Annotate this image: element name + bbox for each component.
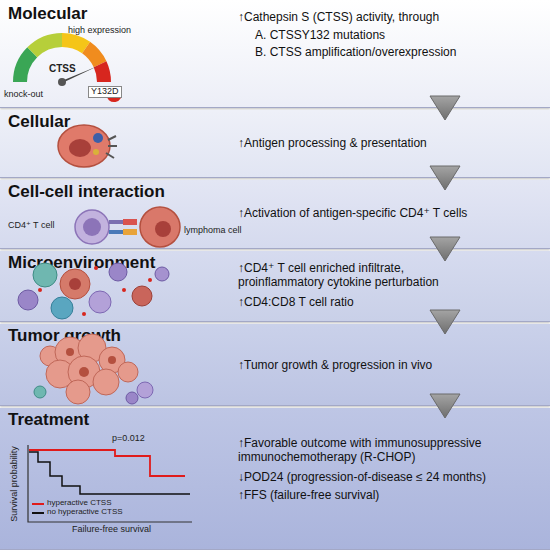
effect-text: ↑CD4:CD8 T cell ratio — [238, 295, 538, 309]
level-heading: Cellular — [8, 112, 228, 132]
survival-chart — [28, 445, 192, 522]
microenvironment-symbol-part — [132, 286, 152, 306]
survival-chart-part — [29, 452, 190, 494]
effect-text: ↓POD24 (progression-of-disease ≤ 24 mont… — [238, 470, 538, 484]
effect-text: ↑Favorable outcome with immunosuppressiv… — [238, 436, 528, 465]
cell-interaction-symbol-part — [109, 220, 123, 224]
microenvironment-symbol-part — [33, 263, 57, 287]
tumor-symbol-part — [79, 367, 89, 377]
flow-arrow — [430, 310, 460, 334]
level-band: Molecular ↑Cathepsin S (CTSS) activity, t… — [0, 0, 550, 108]
tumor-symbol-part — [40, 346, 60, 366]
flow-arrow — [430, 166, 460, 190]
cell-interaction-symbol — [75, 207, 180, 247]
lymphoma-cell-symbol-part — [106, 136, 117, 158]
cell-interaction-symbol-part — [123, 229, 137, 235]
microenvironment-symbol-part — [69, 278, 81, 290]
gauge-symbol — [20, 40, 121, 102]
tumor-symbol-part — [34, 386, 46, 398]
gauge-symbol-part — [62, 40, 86, 48]
microenvironment-symbol-part — [89, 291, 111, 313]
gauge-symbol-part — [20, 52, 32, 82]
level-heading: Tumor growth — [8, 326, 228, 346]
tumor-symbol-part — [93, 369, 119, 395]
gauge-symbol-part — [58, 78, 66, 86]
tumor-symbol-part — [55, 337, 85, 367]
tumor-symbol-part — [126, 392, 138, 404]
cell-interaction-symbol-part — [75, 210, 109, 244]
lymphoma-cell-symbol-part — [69, 139, 91, 157]
lymphoma-cell-symbol-part — [93, 133, 103, 143]
cell-interaction-symbol-part — [155, 221, 171, 237]
level-heading: Treatment — [8, 410, 228, 430]
microenvironment-symbol — [18, 263, 169, 319]
level-heading: Cell-cell interaction — [8, 182, 228, 202]
cell-interaction-symbol-part — [83, 218, 101, 236]
gauge-symbol-part — [106, 86, 121, 102]
tumor-symbol-part — [66, 348, 74, 356]
effect-text: ↑Activation of antigen-specific CD4⁺ T c… — [238, 206, 538, 220]
level-band: Tumor growth ↑Tumor growth & progression … — [0, 324, 550, 406]
microenvironment-symbol-part — [60, 269, 90, 299]
tumor-symbol — [34, 334, 153, 404]
microenvironment-symbol-part — [82, 312, 86, 316]
microenvironment-symbol-part — [38, 288, 42, 292]
survival-chart-part — [28, 445, 192, 522]
level-heading: Molecular — [8, 4, 228, 24]
gauge-symbol-part — [32, 40, 62, 52]
flow-arrow — [430, 96, 460, 120]
effect-text: ↑Tumor growth & progression in vivo — [238, 358, 538, 372]
survival-chart-part — [29, 450, 185, 476]
tumor-symbol-part — [66, 380, 90, 404]
level-heading: Microenvironment — [8, 253, 228, 273]
microenvironment-symbol-part — [155, 267, 169, 281]
microenvironment-symbol-part — [94, 266, 98, 270]
level-band: Cell-cell interaction ↑Activation of anti… — [0, 180, 550, 249]
effect-text: ↑FFS (failure-free survival) — [238, 488, 538, 502]
gauge-symbol-part — [100, 64, 104, 82]
tumor-symbol-part — [108, 356, 116, 364]
gauge-symbol-part — [86, 48, 100, 65]
tumor-symbol-part — [118, 362, 138, 382]
microenvironment-symbol-part — [109, 263, 127, 281]
flow-arrow — [430, 394, 460, 418]
microenvironment-symbol-part — [148, 278, 152, 282]
cell-interaction-symbol-part — [123, 219, 137, 225]
effect-text: ↑Antigen processing & presentation — [238, 136, 538, 150]
microenvironment-symbol-part — [122, 288, 126, 292]
level-band: Microenvironment ↑CD4⁺ T cell enriched in… — [0, 251, 550, 322]
tumor-symbol-part — [99, 347, 125, 373]
effect-text: ↑Cathepsin S (CTSS) activity, through — [238, 10, 538, 24]
lymphoma-cell-symbol-part — [93, 149, 99, 155]
level-band: Cellular ↑Antigen processing & presentati… — [0, 110, 550, 178]
effect-text: ↑CD4⁺ T cell enriched infiltrate, proinf… — [238, 261, 473, 290]
cell-interaction-symbol-part — [109, 230, 123, 234]
tumor-symbol-part — [68, 356, 100, 388]
effect-text: A. CTSSY132 mutations — [255, 28, 535, 42]
level-band: Treatment ↑Favorable outcome with immunos… — [0, 408, 550, 550]
tumor-symbol-part — [78, 334, 106, 362]
flow-arrow — [430, 237, 460, 261]
lymphoma-cell-symbol — [58, 125, 117, 167]
microenvironment-symbol-part — [51, 297, 73, 319]
lymphoma-cell-symbol-part — [58, 125, 110, 167]
gauge-symbol-part — [60, 66, 98, 84]
microenvironment-symbol-part — [18, 290, 38, 310]
cell-interaction-symbol-part — [140, 207, 180, 247]
effect-text: B. CTSS amplification/overexpression — [255, 45, 535, 59]
tumor-symbol-part — [46, 360, 74, 388]
tumor-symbol-part — [137, 382, 153, 398]
